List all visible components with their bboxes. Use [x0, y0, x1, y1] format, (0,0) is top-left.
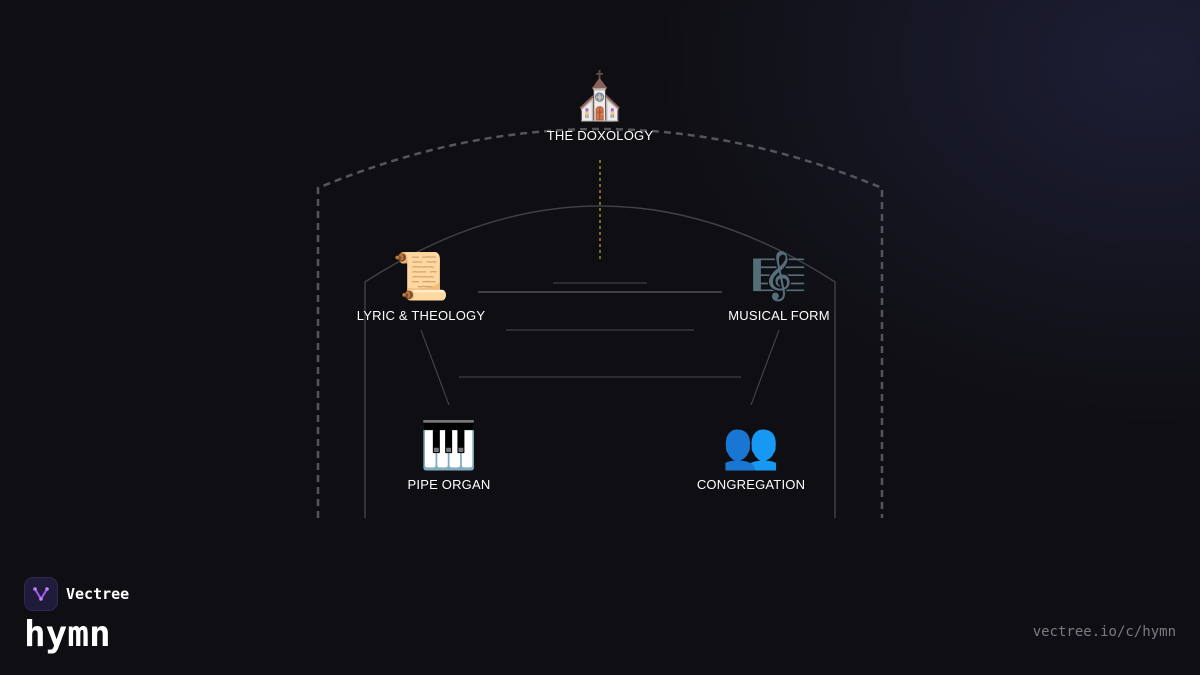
node-the-doxology: ⛪ THE DOXOLOGY	[547, 70, 653, 143]
musical-score-icon: 🎼	[750, 249, 808, 303]
people-icon: 👥	[722, 418, 780, 472]
node-label: CONGREGATION	[696, 477, 806, 492]
inner-arch	[364, 205, 836, 518]
musical-congregation-line	[750, 329, 780, 406]
node-pipe-organ: 🎹 PIPE ORGAN	[408, 419, 491, 492]
outer-arch	[316, 127, 884, 518]
scroll-icon: 📜	[392, 249, 450, 303]
node-musical-form: 🎼 MUSICAL FORM	[728, 250, 830, 323]
church-icon: ⛪	[571, 69, 629, 123]
node-label: THE DOXOLOGY	[546, 128, 654, 143]
lyric-organ-line	[420, 329, 450, 406]
node-lyric-theology: 📜 LYRIC & THEOLOGY	[357, 250, 485, 323]
node-congregation: 👥 CONGREGATION	[697, 419, 805, 492]
brand-name: Vectree	[66, 585, 130, 603]
node-label: LYRIC & THEOLOGY	[356, 308, 486, 323]
page-title: hymn	[24, 614, 111, 655]
node-label: PIPE ORGAN	[407, 477, 491, 492]
piano-keys-icon: 🎹	[420, 418, 478, 472]
brand-block: Vectree hymn	[24, 577, 129, 655]
node-label: MUSICAL FORM	[728, 308, 830, 323]
source-url[interactable]: vectree.io/c/hymn	[1032, 624, 1176, 640]
vectree-logo-icon[interactable]	[24, 577, 58, 611]
